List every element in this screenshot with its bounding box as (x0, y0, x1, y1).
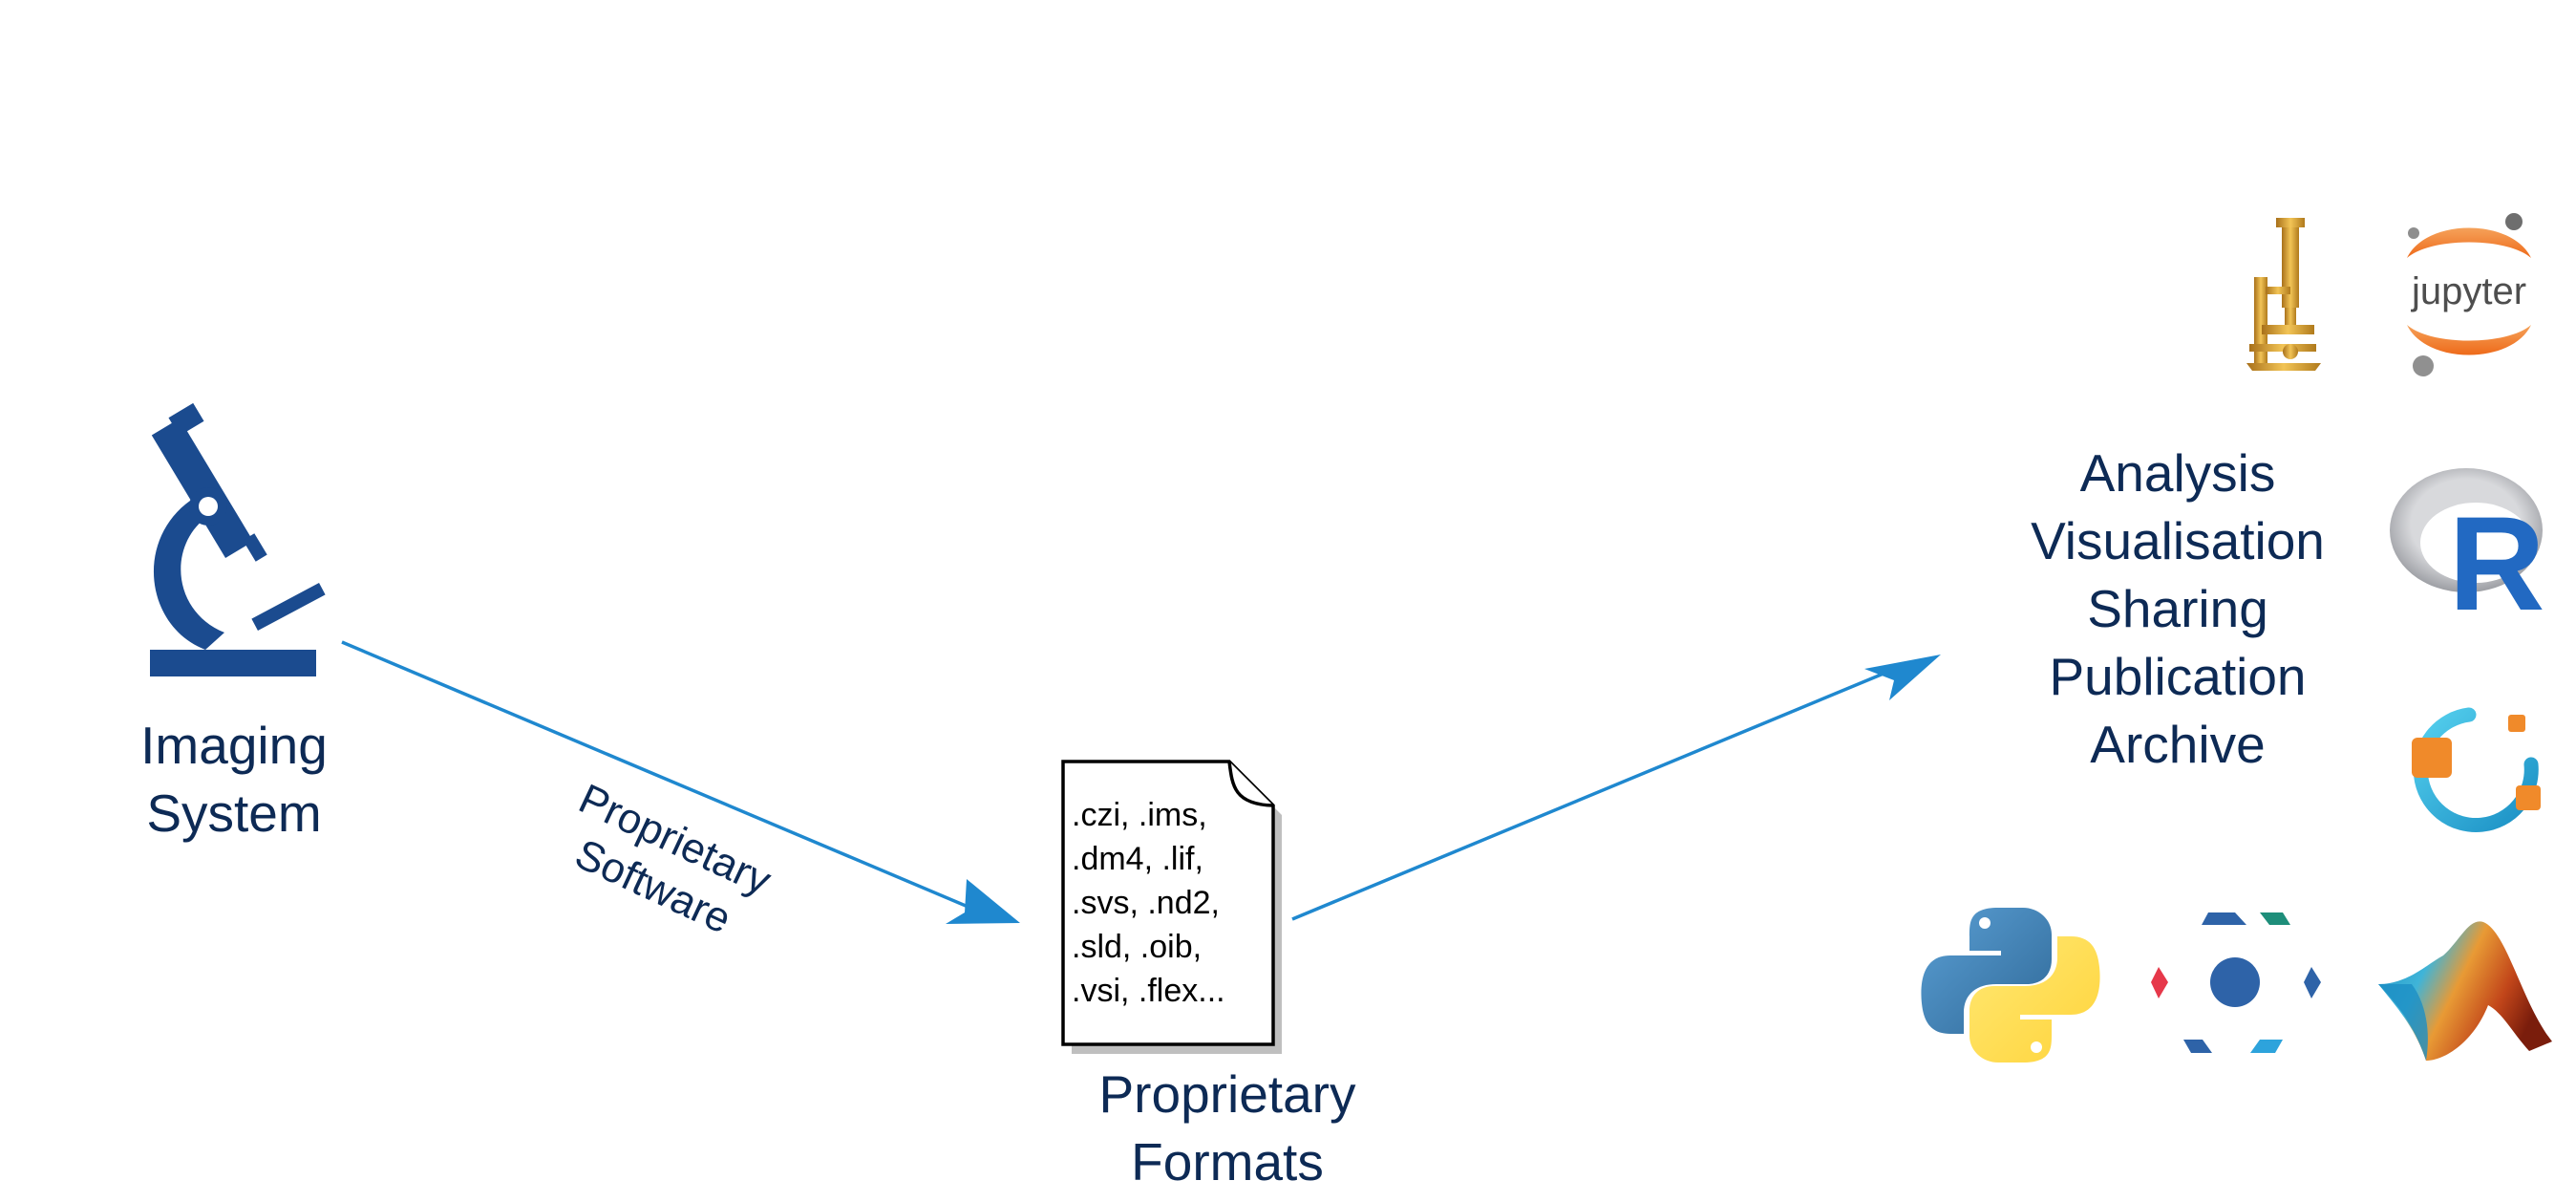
use-publication: Publication (2049, 647, 2307, 706)
use-analysis: Analysis (2079, 443, 2276, 503)
microscope-icon (150, 402, 326, 676)
document-icon (1061, 760, 1282, 1054)
use-sharing: Sharing (2087, 579, 2268, 638)
jupyter-logo-icon: jupyter (2407, 213, 2531, 376)
file-extensions-list: .czi, .ims, .dm4, .lif, .svs, .nd2, .sld… (1072, 793, 1225, 1013)
use-archive: Archive (2090, 715, 2266, 774)
r-logo-icon: R (2390, 468, 2545, 638)
file-extension-line: .czi, .ims, (1072, 797, 1207, 833)
python-logo-icon (1921, 908, 2100, 1062)
use-visualisation: Visualisation (2031, 511, 2325, 570)
proprietary-formats-label-line: Formats (1131, 1132, 1324, 1191)
arrow-software (341, 640, 1020, 924)
omero-logo-icon (2412, 707, 2541, 833)
file-extension-line: .svs, .nd2, (1072, 885, 1220, 921)
vintage-microscope-icon (2246, 218, 2321, 371)
arrow-to-uses (1291, 655, 1941, 921)
file-extension-line: .sld, .oib, (1072, 929, 1203, 965)
file-extension-line: .vsi, .flex... (1072, 973, 1225, 1009)
napari-logo-icon (2151, 912, 2321, 1053)
imaging-system-label: Imaging System (91, 712, 377, 848)
file-extension-line: .dm4, .lif, (1072, 841, 1203, 877)
jupyter-wordmark: jupyter (2411, 270, 2526, 312)
proprietary-formats-label: Proprietary Formats (1036, 1061, 1418, 1196)
proprietary-formats-label-line: Proprietary (1098, 1064, 1356, 1124)
uses-list: Analysis Visualisation Sharing Publicati… (1968, 440, 2388, 779)
imaging-system-label-line: System (146, 783, 322, 843)
imaging-system-label-line: Imaging (140, 716, 328, 775)
matlab-logo-icon (2378, 921, 2552, 1061)
r-letter: R (2448, 488, 2544, 638)
